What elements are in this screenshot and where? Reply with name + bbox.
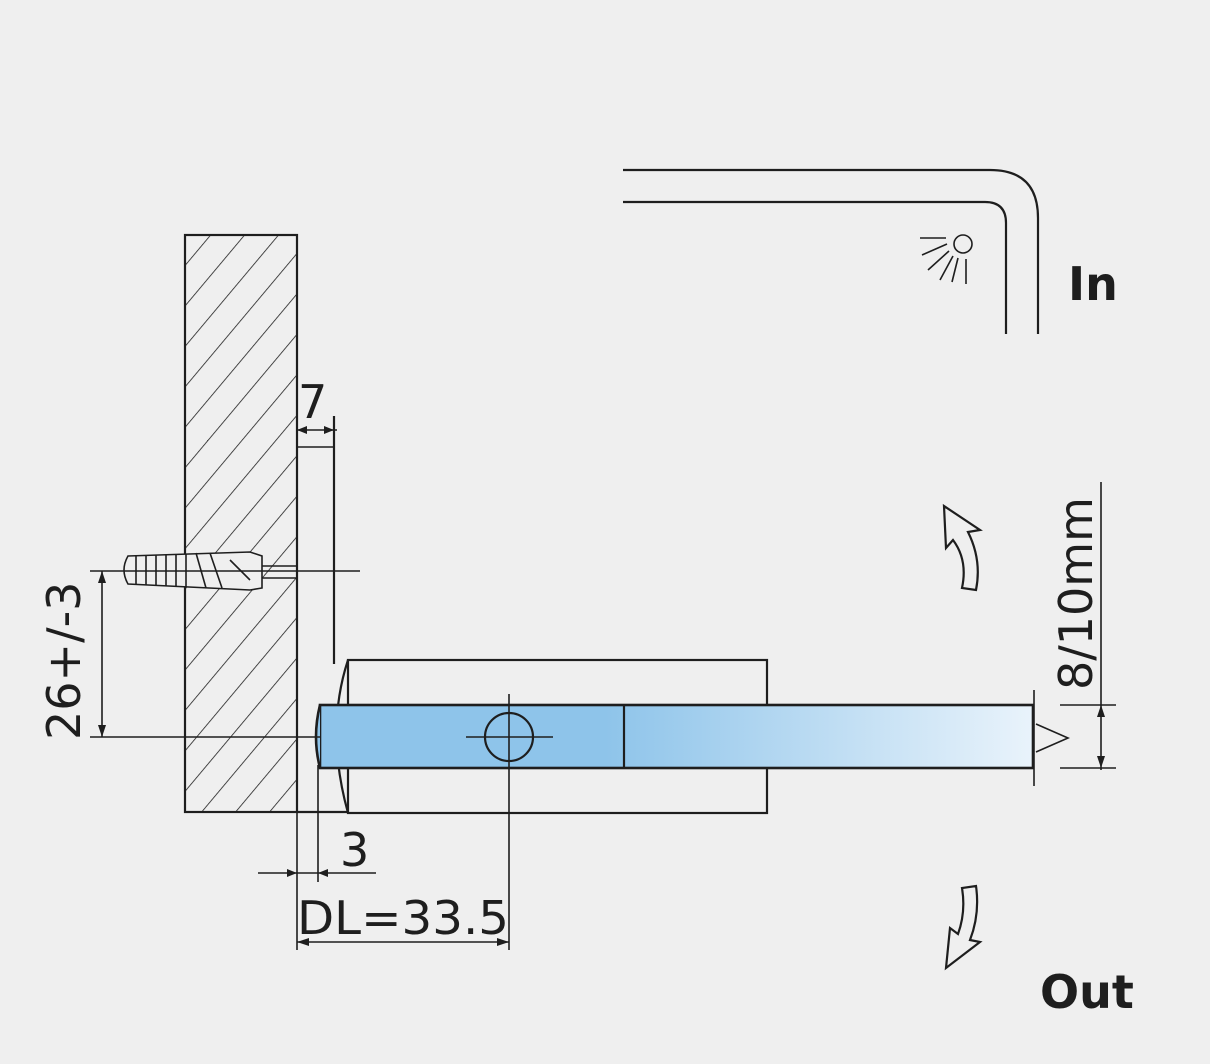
outside-label: Out <box>1040 965 1134 1019</box>
dimension-gap: 7 <box>297 375 337 434</box>
arrow-up-icon <box>942 503 983 592</box>
dimension-gap-label: 7 <box>298 375 327 429</box>
pivot-marker <box>466 694 553 780</box>
dimension-height-label: 26+/-3 <box>37 582 91 740</box>
dimension-height: 26+/-3 <box>37 570 360 740</box>
glass-panel <box>314 703 1070 770</box>
arrow-down-icon <box>944 884 983 971</box>
dimension-glass-label: 8/10mm <box>1049 497 1103 690</box>
wall <box>183 233 299 814</box>
enclosure-outline <box>623 168 1040 334</box>
dimension-dl: DL=33.5 <box>297 780 510 950</box>
dimension-glass: 8/10mm <box>1033 482 1116 786</box>
inside-label: In <box>1068 257 1118 311</box>
dimension-dl-label: DL=33.5 <box>297 891 509 945</box>
dimension-offset: 3 <box>258 765 376 950</box>
dimension-offset-label: 3 <box>340 823 369 877</box>
shower-icon <box>920 234 973 284</box>
